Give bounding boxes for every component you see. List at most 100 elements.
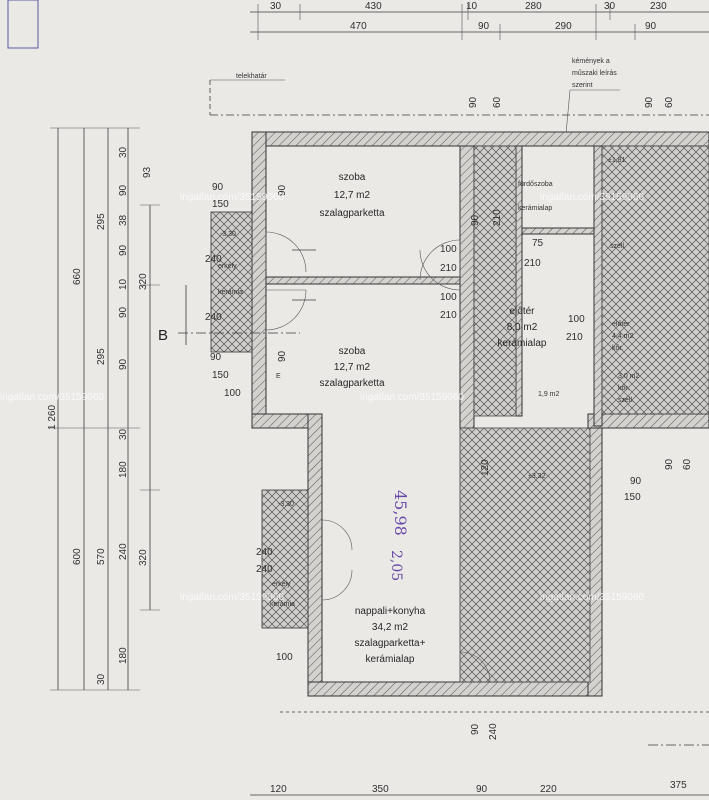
svg-text:12,7 m2: 12,7 m2 bbox=[334, 362, 371, 373]
door-dims: 100 210 100 210 75 210 100 210 bbox=[440, 238, 585, 343]
window-dims: 90 150 240 240 90 150 100 240 240 100 90… bbox=[205, 182, 293, 663]
svg-text:90: 90 bbox=[118, 358, 129, 370]
top-dim-3: 10 bbox=[466, 1, 478, 12]
svg-text:90: 90 bbox=[470, 214, 481, 226]
svg-text:kőr.: kőr. bbox=[618, 385, 629, 392]
svg-text:100: 100 bbox=[224, 388, 241, 399]
top-dim-2: 430 bbox=[365, 1, 382, 12]
top-dim-1: 30 bbox=[270, 1, 282, 12]
svg-text:szell.: szell. bbox=[618, 397, 634, 404]
svg-text:90: 90 bbox=[118, 244, 129, 256]
hall-floor bbox=[473, 145, 517, 417]
svg-text:műszaki leírás: műszaki leírás bbox=[572, 70, 617, 77]
svg-text:3,0 m2: 3,0 m2 bbox=[618, 373, 640, 380]
svg-text:90: 90 bbox=[277, 350, 288, 362]
svg-text:90: 90 bbox=[118, 184, 129, 196]
svg-text:30: 30 bbox=[96, 673, 107, 685]
svg-text:100: 100 bbox=[276, 652, 293, 663]
svg-text:295: 295 bbox=[96, 213, 107, 230]
svg-text:4,4 m2: 4,4 m2 bbox=[612, 333, 634, 340]
svg-text:szoba: szoba bbox=[339, 172, 366, 183]
svg-text:240: 240 bbox=[256, 564, 273, 575]
svg-text:előtér: előtér bbox=[509, 306, 535, 317]
top-dim-10: 90 bbox=[645, 21, 657, 32]
svg-text:90: 90 bbox=[630, 476, 642, 487]
svg-text:szerint: szerint bbox=[572, 82, 593, 89]
svg-text:38: 38 bbox=[118, 214, 129, 226]
electric-symbol: E bbox=[276, 373, 281, 380]
svg-text:220: 220 bbox=[540, 784, 557, 795]
section-marker: B bbox=[158, 327, 168, 344]
handwritten-notes: 45,98 2,05 bbox=[388, 490, 410, 581]
svg-text:180: 180 bbox=[118, 647, 129, 664]
boundary-label: telekhatár bbox=[236, 73, 267, 80]
plot-boundary: telekhatár 90 60 90 60 bbox=[209, 73, 709, 116]
svg-text:150: 150 bbox=[212, 370, 229, 381]
room-bath: fürdőszoba kerámialap bbox=[518, 181, 553, 212]
svg-text:kerámialap: kerámialap bbox=[366, 654, 415, 665]
top-dim-7: 470 bbox=[350, 21, 367, 32]
svg-text:75: 75 bbox=[532, 238, 544, 249]
top-dim-4: 280 bbox=[525, 1, 542, 12]
top-dim-6: 230 bbox=[650, 1, 667, 12]
svg-text:90: 90 bbox=[118, 306, 129, 318]
svg-text:240: 240 bbox=[118, 543, 129, 560]
svg-text:8,0 m2: 8,0 m2 bbox=[507, 322, 538, 333]
room-wc: 1,9 m2 bbox=[538, 391, 560, 398]
svg-text:szalagparketta: szalagparketta bbox=[319, 208, 384, 219]
svg-text:ingatlan.com/35159060: ingatlan.com/35159060 bbox=[180, 192, 284, 203]
svg-text:fürdőszoba: fürdőszoba bbox=[518, 181, 553, 188]
stair-landing-floor bbox=[601, 145, 709, 415]
room-nappali: nappali+konyha 34,2 m2 szalagparketta+ k… bbox=[355, 606, 426, 665]
svg-text:kerámia: kerámia bbox=[270, 601, 295, 608]
svg-text:90: 90 bbox=[644, 96, 655, 108]
svg-text:100: 100 bbox=[440, 292, 457, 303]
svg-text:240: 240 bbox=[256, 547, 273, 558]
svg-text:210: 210 bbox=[524, 258, 541, 269]
svg-text:150: 150 bbox=[624, 492, 641, 503]
svg-text:93: 93 bbox=[142, 166, 153, 178]
room-szoba-2: szoba 12,7 m2 szalagparketta bbox=[319, 346, 384, 389]
balcony-upper: -3,30 erkély kerámia bbox=[210, 211, 253, 353]
room-landing: előtér 4,4 m2 kőr. ±1,81 szell. bbox=[608, 157, 634, 352]
balcony-lower: -3,30 erkély kerámia bbox=[261, 489, 309, 629]
svg-text:375: 375 bbox=[670, 780, 687, 791]
svg-text:erkély: erkély bbox=[272, 581, 291, 588]
svg-text:-3,30: -3,30 bbox=[278, 501, 294, 508]
svg-text:210: 210 bbox=[566, 332, 583, 343]
svg-text:kerámialap: kerámialap bbox=[518, 205, 552, 212]
svg-text:34,2 m2: 34,2 m2 bbox=[372, 622, 409, 633]
svg-text:295: 295 bbox=[96, 348, 107, 365]
svg-text:100: 100 bbox=[568, 314, 585, 325]
hall-level: ±3,32 bbox=[528, 473, 546, 480]
svg-text:600: 600 bbox=[72, 548, 83, 565]
svg-text:210: 210 bbox=[440, 263, 457, 274]
svg-text:10: 10 bbox=[118, 278, 129, 290]
svg-text:90: 90 bbox=[664, 458, 675, 470]
svg-text:ingatlan.com/35159060: ingatlan.com/35159060 bbox=[360, 392, 464, 403]
svg-text:240: 240 bbox=[205, 312, 222, 323]
svg-text:előtér: előtér bbox=[612, 321, 630, 328]
svg-text:350: 350 bbox=[372, 784, 389, 795]
svg-text:ingatlan.com/35159060: ingatlan.com/35159060 bbox=[0, 392, 104, 403]
svg-text:100: 100 bbox=[440, 244, 457, 255]
svg-text:2,05: 2,05 bbox=[388, 550, 404, 581]
svg-text:erkély: erkély bbox=[218, 263, 237, 270]
left-dimension-chains: 660 1 260 600 295 295 570 30 90 38 90 10… bbox=[47, 127, 160, 691]
top-dim-5: 30 bbox=[604, 1, 616, 12]
svg-text:1,9 m2: 1,9 m2 bbox=[538, 391, 560, 398]
bottom-dimension-chain: 120 350 90 220 375 bbox=[250, 711, 709, 796]
svg-text:nappali+konyha: nappali+konyha bbox=[355, 606, 426, 617]
svg-text:90: 90 bbox=[470, 723, 481, 735]
interior-vert-dims: 90 210 120 90 240 90 60 90 150 bbox=[470, 209, 693, 740]
svg-text:570: 570 bbox=[96, 548, 107, 565]
svg-text:45,98: 45,98 bbox=[391, 490, 410, 536]
svg-text:240: 240 bbox=[205, 254, 222, 265]
svg-text:szell.: szell. bbox=[610, 243, 626, 250]
svg-text:90: 90 bbox=[476, 784, 488, 795]
svg-text:90: 90 bbox=[277, 184, 288, 196]
svg-text:320: 320 bbox=[138, 273, 149, 290]
svg-text:150: 150 bbox=[212, 199, 229, 210]
room-eloter: előtér 8,0 m2 kerámialap bbox=[498, 306, 547, 349]
svg-text:120: 120 bbox=[270, 784, 287, 795]
